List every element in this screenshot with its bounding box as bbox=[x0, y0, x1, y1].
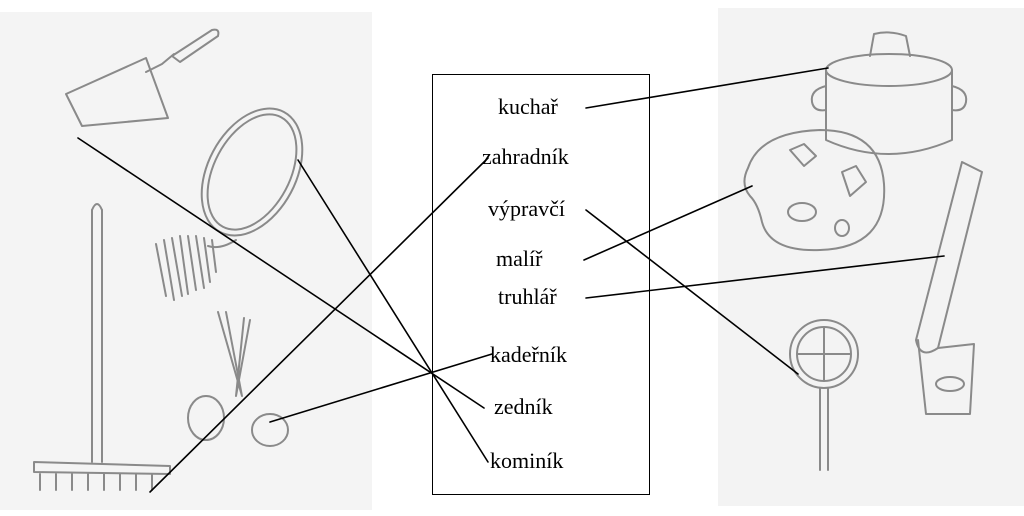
trowel-icon bbox=[65, 28, 220, 127]
rake-icon bbox=[33, 203, 171, 491]
palette-icon bbox=[743, 129, 886, 252]
words-box bbox=[432, 74, 650, 495]
line-zednik-trowel bbox=[77, 137, 485, 409]
line-vypravci-signal-disc bbox=[585, 209, 799, 375]
pot-icon bbox=[810, 31, 968, 155]
word-3: malíř bbox=[496, 246, 543, 271]
line-malir-palette bbox=[583, 185, 753, 261]
word-2: výpravčí bbox=[488, 196, 565, 221]
saw-icon bbox=[915, 161, 983, 415]
line-truhlar-saw bbox=[585, 255, 945, 299]
word-6: zedník bbox=[494, 394, 553, 419]
word-4: truhlář bbox=[498, 284, 557, 309]
line-zahradnik-rake bbox=[149, 157, 489, 493]
line-kominik-chimney-brush bbox=[297, 159, 489, 463]
word-0: kuchař bbox=[498, 94, 558, 119]
left-drawing-panel bbox=[0, 12, 372, 510]
line-kadernik-scissors bbox=[269, 353, 493, 423]
signal-disc-icon bbox=[789, 319, 859, 471]
word-1: zahradník bbox=[482, 144, 569, 169]
word-7: kominík bbox=[490, 448, 564, 473]
line-kuchar-pot bbox=[585, 67, 829, 109]
word-5: kadeřník bbox=[490, 342, 567, 367]
right-drawing-panel bbox=[718, 8, 1024, 506]
